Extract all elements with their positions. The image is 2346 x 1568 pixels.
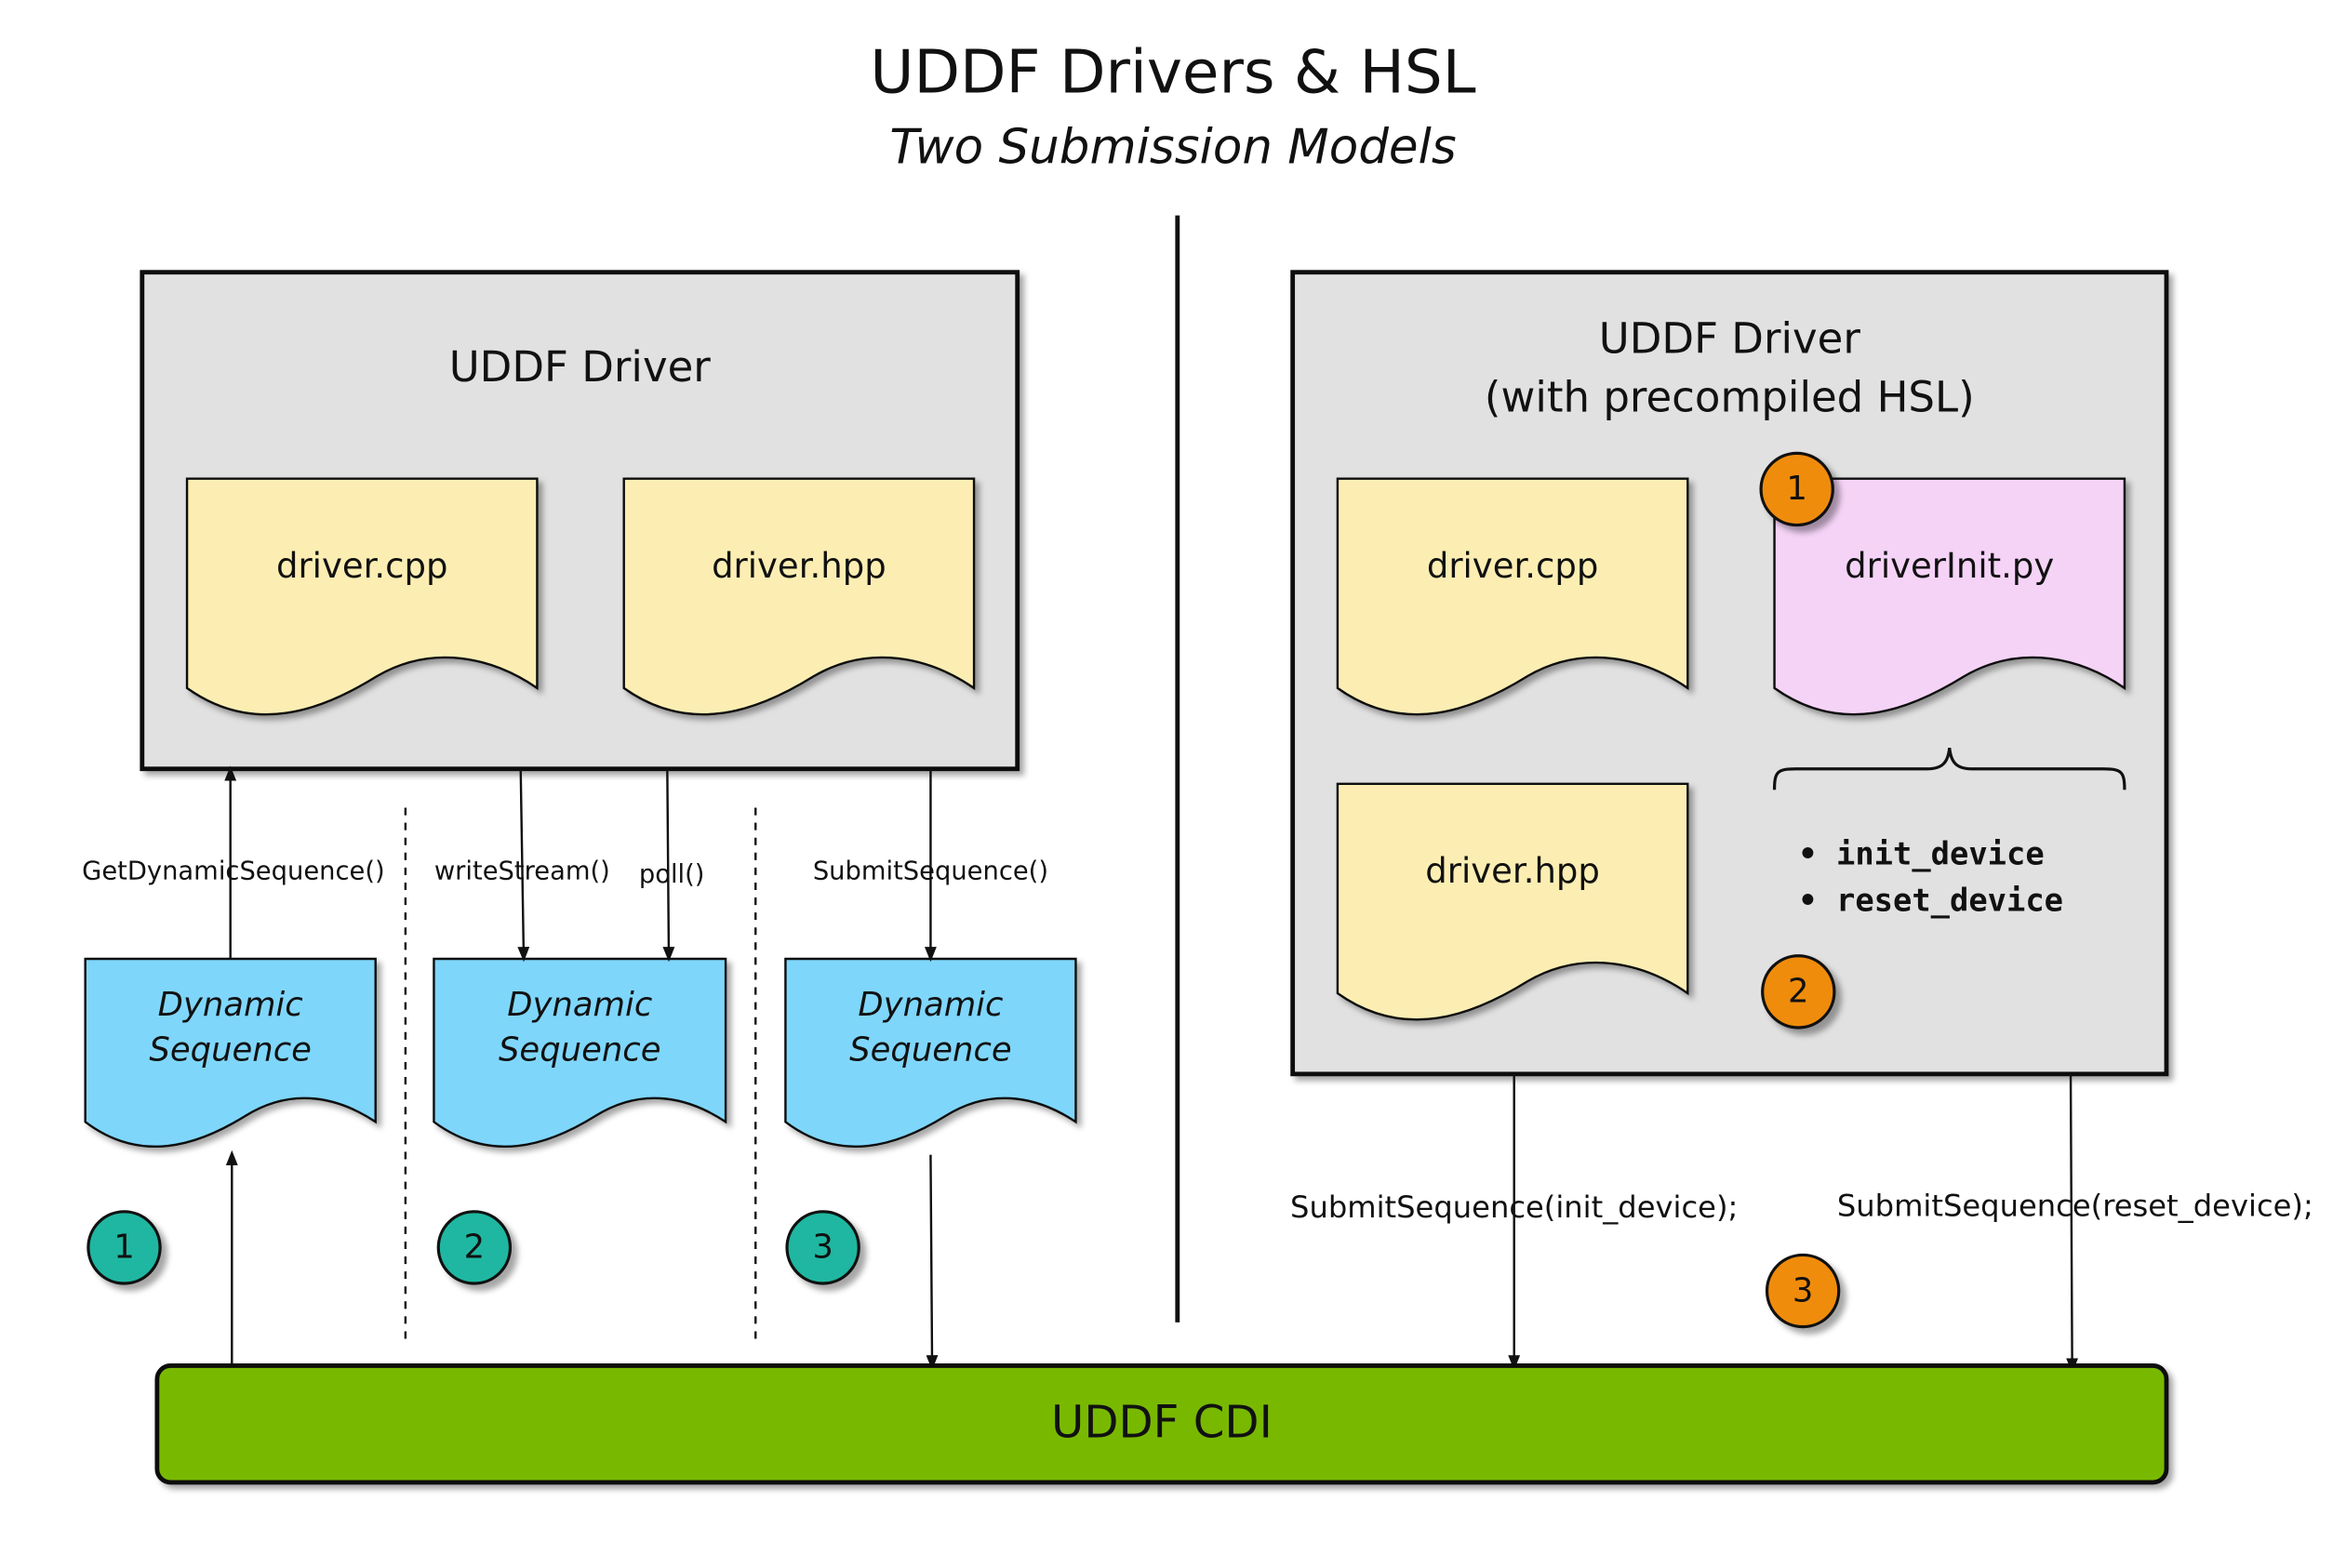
cdi-label: UDDF CDI bbox=[1051, 1397, 1273, 1450]
right-driver-title-line1: UDDF Driver bbox=[1598, 313, 1860, 364]
dynamic-sequence-label-3b: Sequence bbox=[849, 1031, 1012, 1070]
dynamic-sequence-doc-3 bbox=[784, 957, 1077, 1148]
function-item-reset-device: • reset_device bbox=[1798, 882, 2064, 919]
right-driver-cpp-doc bbox=[1336, 477, 1689, 716]
arrow-poll bbox=[662, 768, 675, 963]
function-name: init_device bbox=[1835, 836, 2045, 872]
step-badge-left-1: 1 bbox=[87, 1210, 162, 1285]
driverinit-py-label: driverInit.py bbox=[1845, 547, 2055, 587]
call-label-getdynamicsequence: GetDynamicSequence() bbox=[82, 857, 385, 887]
step-badge-left-2: 2 bbox=[436, 1210, 513, 1285]
call-label-submit-init-device: SubmitSequence(init_device); bbox=[1290, 1189, 1739, 1226]
dynamic-sequence-doc-2 bbox=[433, 957, 727, 1148]
function-name: reset_device bbox=[1835, 882, 2064, 919]
dynamic-sequence-label-2b: Sequence bbox=[498, 1031, 661, 1070]
right-driver-title-line2: (with precompiled HSL) bbox=[1484, 372, 1975, 422]
arrow-sequence-3-to-cdi bbox=[926, 1154, 939, 1371]
dynamic-sequence-label-3a: Dynamic bbox=[858, 987, 1004, 1025]
left-driver-cpp-label: driver.cpp bbox=[275, 547, 448, 587]
call-label-poll: poll() bbox=[638, 859, 705, 890]
function-item-init-device: • init_device bbox=[1798, 836, 2045, 872]
left-driver-title: UDDF Driver bbox=[448, 342, 711, 392]
functions-brace bbox=[1772, 748, 2126, 791]
step-badge-right-1: 1 bbox=[1759, 451, 1834, 527]
left-driver-hpp-label: driver.hpp bbox=[712, 547, 886, 587]
dynamic-sequence-label-1b: Sequence bbox=[149, 1031, 312, 1070]
function-list: • init_device • reset_device bbox=[1798, 831, 2063, 924]
dynamic-sequence-label-2a: Dynamic bbox=[507, 987, 653, 1025]
step-badge-left-3: 3 bbox=[785, 1210, 860, 1285]
driverinit-py-doc bbox=[1773, 477, 2126, 716]
page-title: UDDF Drivers & HSL bbox=[870, 38, 1476, 108]
right-driver-hpp-label: driver.hpp bbox=[1425, 852, 1600, 892]
call-label-writestream: writeStream() bbox=[433, 857, 610, 887]
right-driver-cpp-label: driver.cpp bbox=[1426, 547, 1599, 587]
left-driver-hpp-doc bbox=[622, 477, 976, 716]
call-label-submit-reset-device: SubmitSequence(reset_device); bbox=[1836, 1188, 2313, 1224]
dynamic-sequence-doc-1 bbox=[84, 957, 377, 1148]
dynamic-sequence-label-1a: Dynamic bbox=[157, 987, 303, 1025]
arrow-writestream bbox=[517, 768, 530, 963]
arrow-submit-reset-device bbox=[2066, 1073, 2079, 1374]
cdi-bar bbox=[154, 1363, 2169, 1485]
right-driver-hpp-doc bbox=[1336, 782, 1689, 1021]
step-badge-right-3: 3 bbox=[1765, 1253, 1841, 1329]
step-badge-right-2: 2 bbox=[1761, 954, 1836, 1030]
left-driver-cpp-doc bbox=[185, 477, 539, 716]
call-label-submitsequence: SubmitSequence() bbox=[812, 857, 1049, 887]
page-subtitle: Two Submission Models bbox=[889, 118, 1457, 176]
